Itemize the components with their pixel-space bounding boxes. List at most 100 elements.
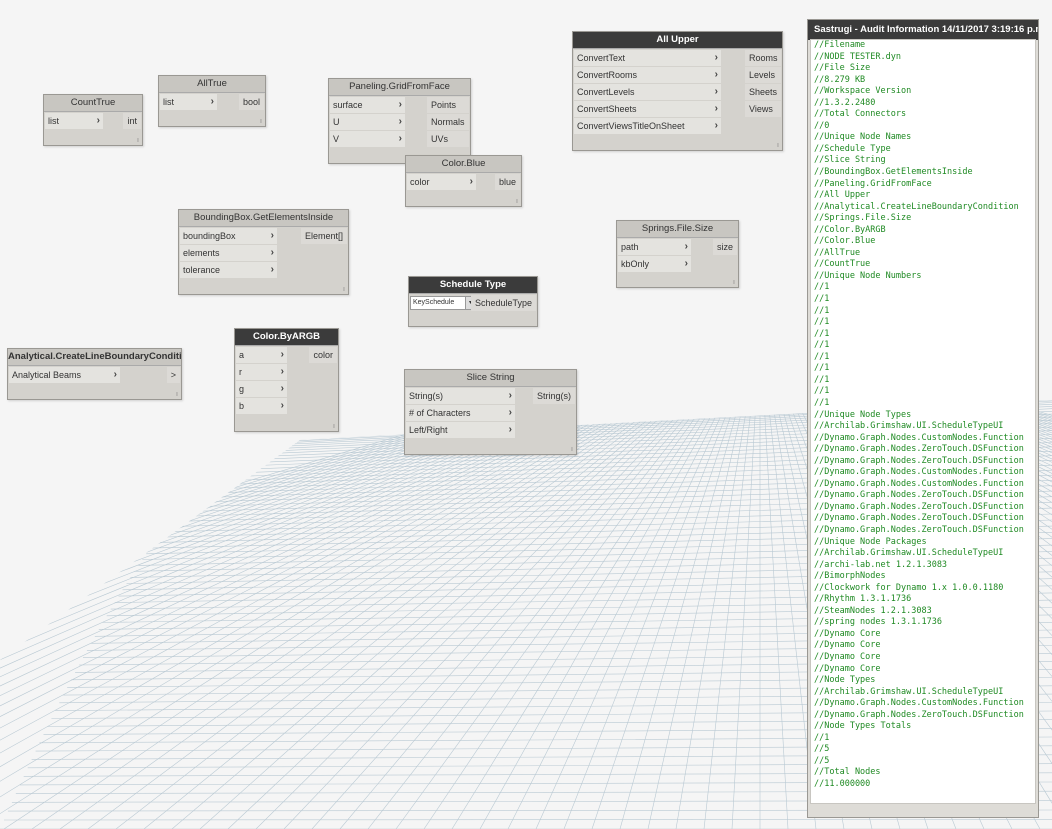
node-slice-string[interactable]: Slice String String(s)› # of Characters›… [404, 369, 577, 455]
node-title: Color.Blue [406, 156, 521, 173]
input-port-list[interactable]: list› [160, 94, 217, 110]
input-port-path[interactable]: path› [618, 239, 691, 255]
chevron-right-icon: › [469, 176, 473, 187]
output-port[interactable]: > [166, 367, 180, 383]
output-port-color[interactable]: color [309, 347, 337, 363]
node-title: Paneling.GridFromFace [329, 79, 470, 96]
dropdown-value: KeySchedule [413, 299, 455, 306]
port-label: Normals [431, 117, 465, 127]
port-label: Sheets [749, 87, 778, 97]
chevron-right-icon: › [714, 120, 718, 131]
input-port-v[interactable]: V› [330, 131, 405, 147]
audit-line: //CountTrue [814, 259, 871, 270]
chevron-right-icon: › [508, 424, 512, 435]
input-port-boundingbox[interactable]: boundingBox› [180, 228, 277, 244]
input-port-converttext[interactable]: ConvertText› [574, 50, 721, 66]
audit-line: //Dynamo.Graph.Nodes.ZeroTouch.DSFunctio… [814, 444, 1024, 455]
input-ports: Analytical Beams› [9, 367, 120, 384]
chevron-right-icon: › [398, 116, 402, 127]
port-label: size [716, 242, 733, 252]
audit-line: //1 [814, 328, 830, 339]
input-port-left-right[interactable]: Left/Right› [406, 422, 515, 438]
output-port-uvs[interactable]: UVs [427, 131, 469, 147]
node-boundingbox-getelementsinside[interactable]: BoundingBox.GetElementsInside boundingBo… [178, 209, 349, 295]
chevron-right-icon: › [113, 369, 117, 380]
input-port-convertviewstitleonsheet[interactable]: ConvertViewsTitleOnSheet› [574, 118, 721, 134]
chevron-right-icon: › [714, 86, 718, 97]
output-port-sheets[interactable]: Sheets [745, 84, 781, 100]
chevron-right-icon: › [280, 383, 284, 394]
port-label: ScheduleType [474, 298, 532, 308]
input-port-b[interactable]: b› [236, 398, 287, 414]
port-label: color [410, 177, 430, 187]
port-label: Element[] [304, 231, 343, 241]
input-port-list[interactable]: list› [45, 113, 103, 129]
audit-line: //All Upper [814, 190, 871, 201]
input-port-tolerance[interactable]: tolerance› [180, 262, 277, 278]
node-all-true[interactable]: AllTrue list› bool ı [158, 75, 266, 127]
node-audit-information[interactable]: Sastrugi - Audit Information 14/11/2017 … [807, 19, 1039, 818]
node-count-true[interactable]: CountTrue list› int ı [43, 94, 143, 146]
node-footer-marker: ı [343, 286, 345, 293]
audit-line: //spring nodes 1.3.1.1736 [814, 617, 942, 628]
input-port-g[interactable]: g› [236, 381, 287, 397]
node-color-byargb[interactable]: Color.ByARGB a› r› g› b› color ı [234, 328, 339, 432]
node-analytical-createlineboundarycondition[interactable]: Analytical.CreateLineBoundaryCondition A… [7, 348, 182, 400]
input-ports: path› kbOnly› [618, 239, 691, 273]
chevron-right-icon: › [270, 247, 274, 258]
input-port-convertrooms[interactable]: ConvertRooms› [574, 67, 721, 83]
node-all-upper[interactable]: All Upper ConvertText› ConvertRooms› Con… [572, 31, 783, 151]
output-ports: int [123, 113, 141, 130]
audit-line: //BoundingBox.GetElementsInside [814, 167, 973, 178]
audit-line: //Dynamo Core [814, 628, 881, 639]
input-port-color[interactable]: color › [407, 174, 476, 190]
input-port-analytical-beams[interactable]: Analytical Beams› [9, 367, 120, 383]
chevron-right-icon: › [270, 230, 274, 241]
node-paneling-gridfromface[interactable]: Paneling.GridFromFace surface› U› V› Poi… [328, 78, 471, 164]
audit-line: //Node Types Totals [814, 721, 912, 732]
output-ports: blue [494, 174, 520, 191]
output-port-element-array[interactable]: Element[] [300, 228, 347, 244]
audit-line: //Archilab.Grimshaw.UI.ScheduleTypeUI [814, 548, 1004, 559]
output-port-size[interactable]: size [712, 239, 737, 255]
node-springs-file-size[interactable]: Springs.File.Size path› kbOnly› size ı [616, 220, 739, 288]
node-schedule-type[interactable]: Schedule Type KeySchedule▾ ScheduleType [408, 276, 538, 327]
schedule-type-dropdown[interactable]: KeySchedule▾ [410, 296, 476, 310]
output-port-int[interactable]: int [123, 113, 141, 129]
input-port-a[interactable]: a› [236, 347, 287, 363]
node-footer-marker: ı [260, 118, 262, 125]
port-label: g [239, 384, 245, 394]
port-label: V [333, 134, 340, 144]
audit-line: //Analytical.CreateLineBoundaryCondition [814, 201, 1019, 212]
chevron-right-icon: › [270, 264, 274, 275]
input-port-u[interactable]: U› [330, 114, 405, 130]
output-port-scheduletype[interactable]: ScheduleType [470, 295, 536, 311]
input-port-convertlevels[interactable]: ConvertLevels › [574, 84, 721, 100]
audit-line: //Springs.File.Size [814, 213, 912, 224]
input-port-elements[interactable]: elements› [180, 245, 277, 261]
port-label: ConvertLevels [577, 87, 635, 97]
input-port-convertsheets[interactable]: ConvertSheets› [574, 101, 721, 117]
audit-line: //1 [814, 282, 830, 293]
output-port-bool[interactable]: bool [238, 94, 264, 110]
output-port-points[interactable]: Points [427, 97, 469, 113]
audit-text-area[interactable]: //Filename//NODE TESTER.dyn//File Size//… [810, 39, 1036, 804]
output-port-rooms[interactable]: Rooms [745, 50, 781, 66]
output-port-levels[interactable]: Levels [745, 67, 781, 83]
input-port-strings[interactable]: String(s)› [406, 388, 515, 404]
input-port-num-characters[interactable]: # of Characters› [406, 405, 515, 421]
port-label: blue [498, 177, 516, 187]
output-port-normals[interactable]: Normals [427, 114, 469, 130]
input-port-r[interactable]: r› [236, 364, 287, 380]
output-port-strings[interactable]: String(s) [532, 388, 575, 404]
audit-line: //Dynamo.Graph.Nodes.CustomNodes.Functio… [814, 432, 1024, 443]
audit-line: //1 [814, 732, 830, 743]
node-color-blue[interactable]: Color.Blue color› blue ı [405, 155, 522, 207]
node-title: Springs.File.Size [617, 221, 738, 238]
input-port-kbonly[interactable]: kbOnly› [618, 256, 691, 272]
input-port-surface[interactable]: surface› [330, 97, 405, 113]
output-port-views[interactable]: Views [745, 101, 781, 117]
audit-line: //Total Nodes [814, 767, 881, 778]
output-port-blue[interactable]: blue [494, 174, 520, 190]
port-label: r [239, 367, 242, 377]
